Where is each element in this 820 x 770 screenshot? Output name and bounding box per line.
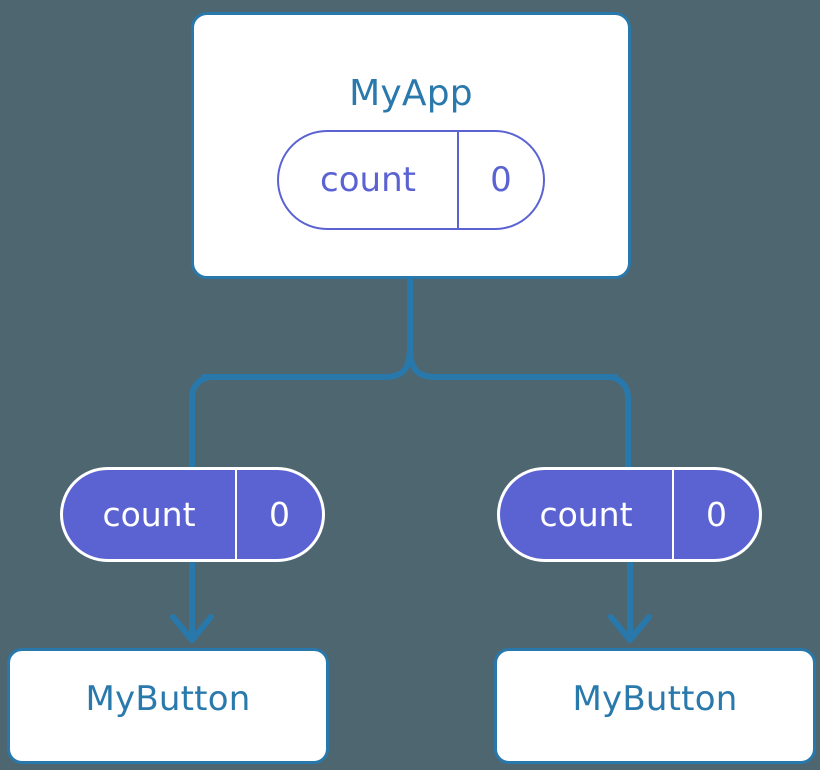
state-pill-value: 0 bbox=[235, 470, 322, 559]
edge-fork-right bbox=[407, 347, 618, 380]
state-pill-myapp[interactable]: count 0 bbox=[277, 130, 545, 230]
state-pill-key: count bbox=[539, 495, 633, 534]
component-title-myapp: MyApp bbox=[349, 73, 473, 114]
edge-branch-left bbox=[189, 374, 213, 470]
edge-branch-right bbox=[607, 374, 631, 470]
component-box-mybutton-right[interactable]: MyButton bbox=[494, 648, 816, 764]
state-pill-key: count bbox=[320, 160, 416, 200]
component-title-mybutton: MyButton bbox=[85, 679, 251, 719]
state-pill-value: 0 bbox=[672, 470, 759, 559]
component-box-myapp[interactable]: MyApp bbox=[191, 12, 631, 279]
component-box-mybutton-left[interactable]: MyButton bbox=[7, 648, 329, 764]
arrowhead-left bbox=[170, 614, 214, 643]
arrowhead-right bbox=[608, 614, 652, 643]
state-pill-left[interactable]: count 0 bbox=[60, 467, 325, 562]
edge-fork-left bbox=[202, 347, 413, 380]
state-pill-value: 0 bbox=[457, 132, 543, 228]
state-pill-right[interactable]: count 0 bbox=[497, 467, 762, 562]
state-pill-key: count bbox=[102, 495, 196, 534]
component-title-mybutton: MyButton bbox=[572, 679, 738, 719]
